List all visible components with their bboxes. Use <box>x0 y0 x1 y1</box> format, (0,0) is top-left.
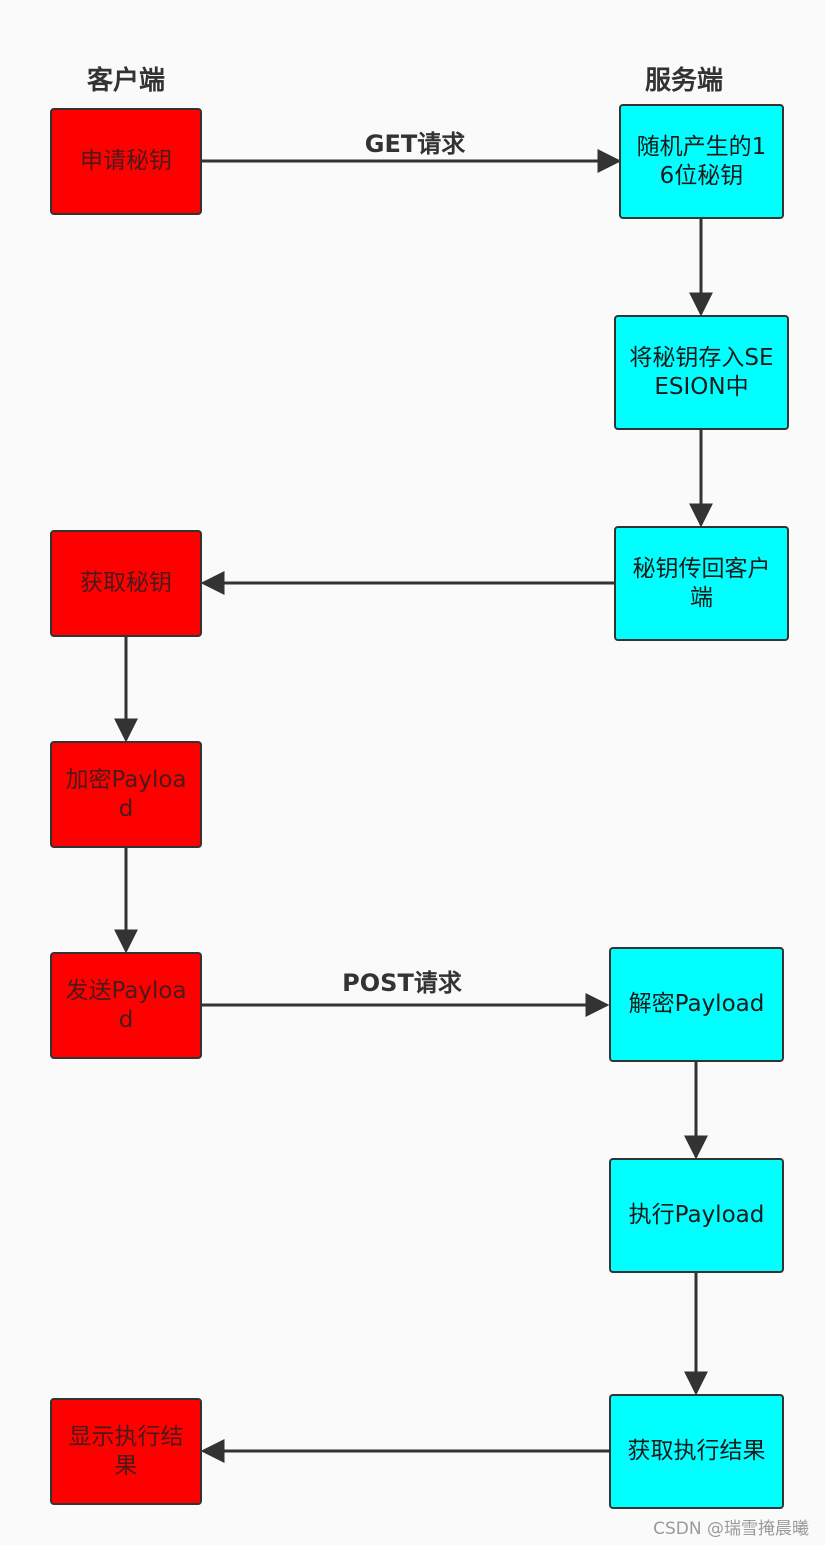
node-random-key: 随机产生的16位秘钥 <box>619 104 784 219</box>
node-store-session: 将秘钥存入SEESION中 <box>614 315 789 430</box>
client-heading: 客户端 <box>86 66 165 96</box>
node-return-key: 秘钥传回客户端 <box>614 526 789 641</box>
post-request-label: POST请求 <box>342 969 462 997</box>
node-encrypt-payload: 加密Payload <box>50 741 202 848</box>
node-request-key: 申请秘钥 <box>50 108 202 215</box>
node-send-payload: 发送Payload <box>50 952 202 1059</box>
node-get-result: 获取执行结果 <box>609 1394 784 1509</box>
watermark: CSDN @瑞雪掩晨曦 <box>653 1519 809 1539</box>
node-get-key: 获取秘钥 <box>50 530 202 637</box>
node-show-result: 显示执行结果 <box>50 1398 202 1505</box>
server-heading: 服务端 <box>644 66 723 96</box>
node-decrypt-payload: 解密Payload <box>609 947 784 1062</box>
get-request-label: GET请求 <box>364 130 466 158</box>
node-execute-payload: 执行Payload <box>609 1158 784 1273</box>
